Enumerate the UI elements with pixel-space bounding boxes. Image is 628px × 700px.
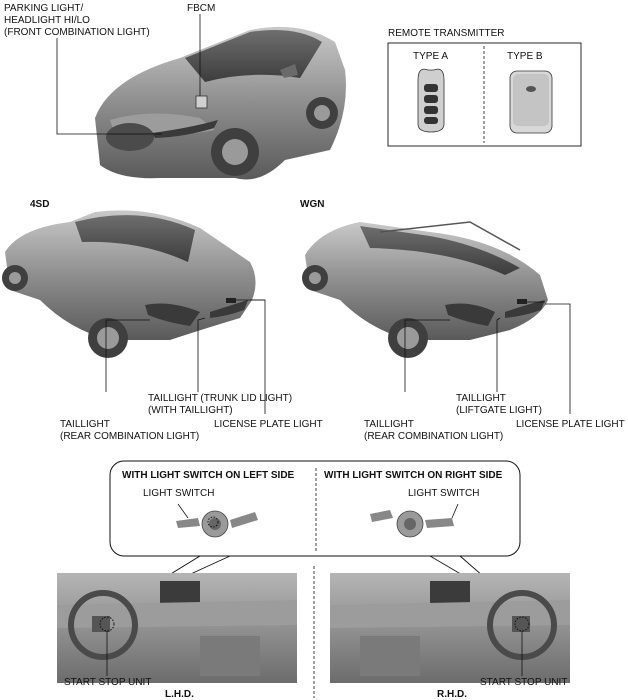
- switch-right-title: WITH LIGHT SWITCH ON RIGHT SIDE: [324, 470, 503, 481]
- right-light-switch-assembly: [370, 510, 454, 538]
- left-light-switch-assembly: [176, 510, 258, 538]
- sedan-license-light: [226, 298, 236, 303]
- wagon-liftgate-light-label-1: TAILLIGHT: [456, 393, 506, 404]
- fbcm-module: [195, 95, 208, 109]
- fbcm-label: FBCM: [187, 3, 216, 14]
- sedan-trunk-light-label-1: TAILLIGHT (TRUNK LID LIGHT): [148, 393, 293, 404]
- sedan-license-light-label: LICENSE PLATE LIGHT: [214, 419, 323, 430]
- remote-transmitter-title: REMOTE TRANSMITTER: [388, 28, 505, 39]
- wagon-rear-light-label-1: TAILLIGHT: [364, 419, 414, 430]
- sedan-heading: 4SD: [30, 199, 50, 210]
- sedan-rear-light-label-2: (REAR COMBINATION LIGHT): [60, 431, 200, 442]
- switch-left-title: WITH LIGHT SWITCH ON LEFT SIDE: [122, 470, 295, 481]
- parking-light-label-3: (FRONT COMBINATION LIGHT): [4, 27, 150, 38]
- front-car: [95, 26, 346, 180]
- lhd-steering-wheel: [68, 590, 138, 660]
- parking-light-label-2: HEADLIGHT HI/LO: [4, 15, 90, 26]
- wagon-heading: WGN: [300, 199, 325, 210]
- sedan-trunk-light-label-2: (WITH TAILLIGHT): [148, 405, 233, 416]
- left-light-switch-label: LIGHT SWITCH: [143, 488, 215, 499]
- rhd-dashboard: [330, 573, 570, 683]
- side-mirror: [280, 64, 298, 78]
- remote-type-a-label: TYPE A: [413, 51, 449, 62]
- right-light-switch-label: LIGHT SWITCH: [408, 488, 480, 499]
- front-grille: [106, 123, 154, 151]
- rhd-start-stop-label: START STOP UNIT: [480, 677, 568, 688]
- front-headlight: [152, 120, 218, 138]
- wagon-liftgate-light-label-2: (LIFTGATE LIGHT): [456, 405, 542, 416]
- wagon-taillight-left: [445, 303, 495, 326]
- wagon-rear-light-label-2: (REAR COMBINATION LIGHT): [364, 431, 504, 442]
- leader-parking: [56, 38, 162, 135]
- wagon-license-light-label: LICENSE PLATE LIGHT: [516, 419, 625, 430]
- parking-light-label-1: PARKING LIGHT/: [4, 3, 84, 14]
- wagon-license-light: [517, 299, 527, 304]
- sedan-rear-car: [2, 210, 256, 358]
- sedan-taillight-left: [145, 303, 200, 326]
- lhd-start-stop-label: START STOP UNIT: [64, 677, 152, 688]
- sedan-rear-light-label-1: TAILLIGHT: [60, 419, 110, 430]
- lhd-dashboard: [57, 573, 297, 683]
- remote-transmitter-box: [387, 42, 582, 147]
- wagon-rear-car: [302, 221, 548, 358]
- rhd-label: R.H.D.: [437, 689, 467, 700]
- lhd-label: L.H.D.: [165, 689, 194, 700]
- remote-type-b-label: TYPE B: [507, 51, 543, 62]
